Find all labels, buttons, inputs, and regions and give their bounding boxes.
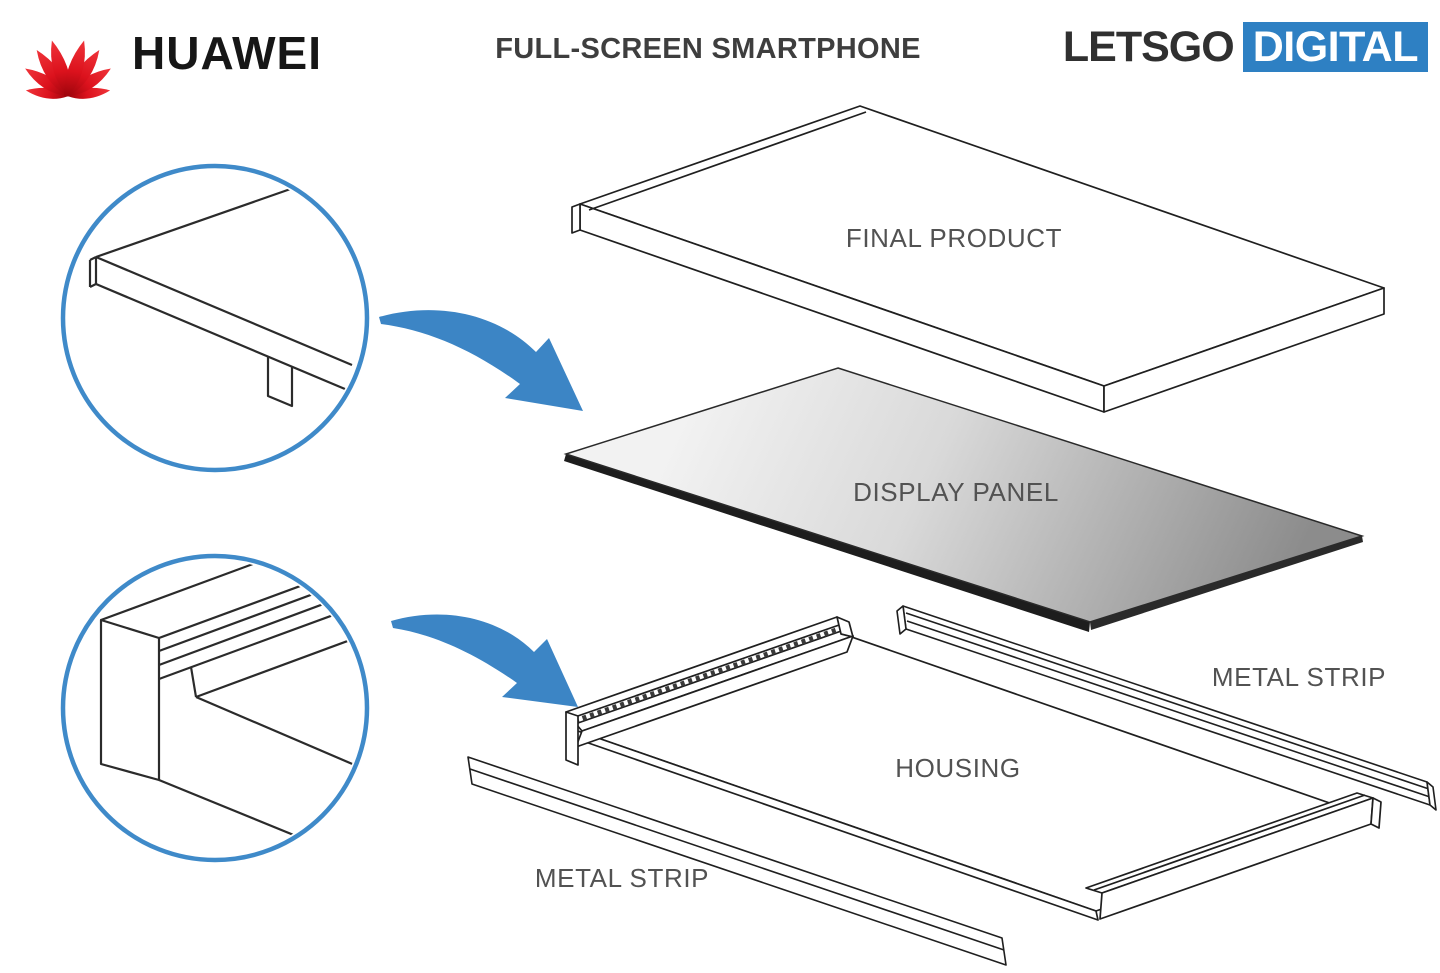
digital-badge: DIGITAL (1242, 22, 1428, 72)
label-metal-strip-bottom: METAL STRIP (535, 863, 709, 893)
housing-drawing (565, 616, 1382, 921)
letsgodigital-logo: LETSGO DIGITAL (1063, 22, 1428, 72)
detail-circle-bottom (60, 553, 370, 863)
label-housing: HOUSING (895, 753, 1021, 783)
metal-strip-right-drawing (896, 605, 1437, 811)
final-product-drawing (571, 105, 1385, 413)
label-display-panel: DISPLAY PANEL (853, 477, 1059, 507)
page-title: FULL-SCREEN SMARTPHONE (495, 33, 921, 65)
letsgo-text: LETSGO (1062, 23, 1235, 71)
display-panel-drawing (563, 367, 1365, 632)
curved-arrow-bottom-icon (391, 614, 578, 707)
metal-strip-bottom-drawing (467, 756, 1007, 966)
curved-arrow-top-icon (379, 310, 583, 411)
detail-circle-top (60, 163, 370, 473)
label-metal-strip-right: METAL STRIP (1212, 662, 1386, 692)
huawei-flower-icon (25, 40, 111, 99)
label-final-product: FINAL PRODUCT (846, 223, 1062, 253)
huawei-brand-text: HUAWEI (132, 27, 322, 79)
huawei-logo: HUAWEI (20, 6, 322, 100)
